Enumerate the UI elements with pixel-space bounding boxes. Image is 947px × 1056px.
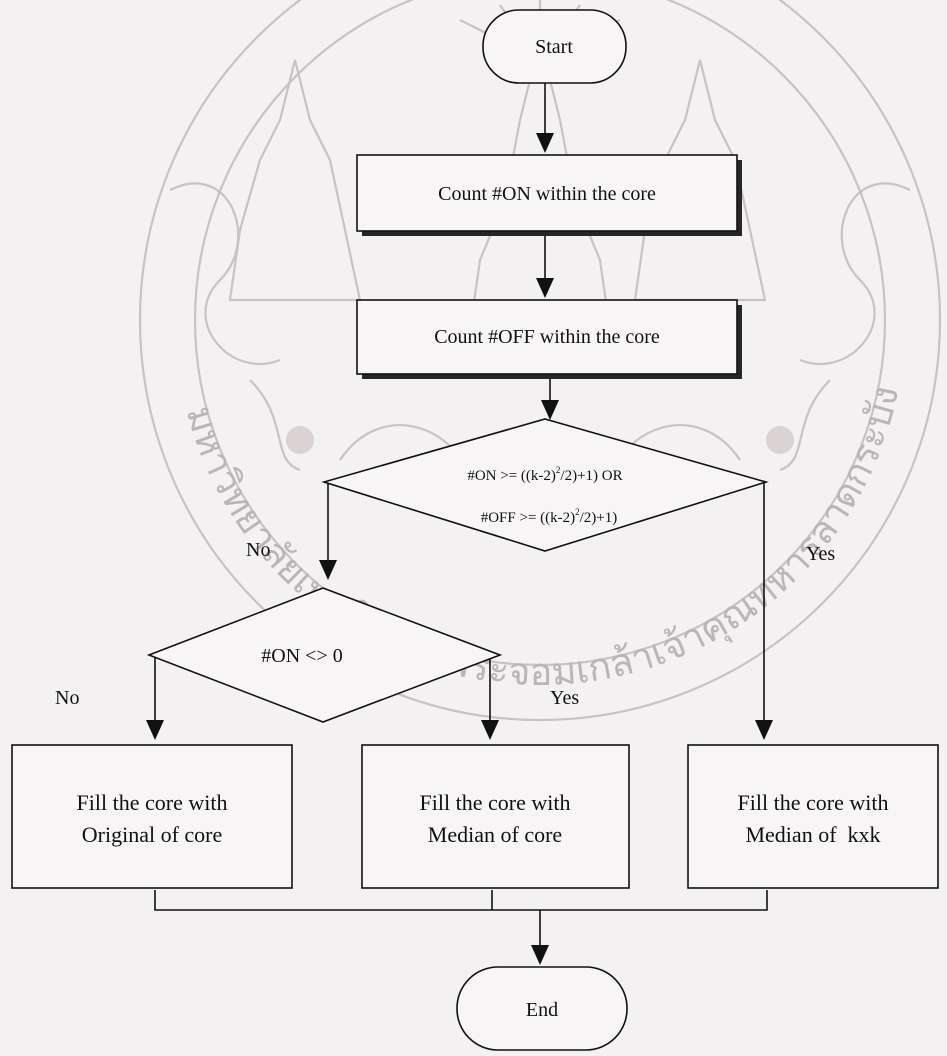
end-label: End — [526, 999, 558, 1021]
arrowhead — [146, 720, 164, 740]
sub-decision-no-label: No — [55, 687, 79, 709]
count-on-label: Count #ON within the core — [438, 183, 656, 205]
sub-decision-label: #ON <> 0 — [261, 645, 342, 667]
count-off-step: Count #OFF within the core — [356, 299, 742, 379]
decision-yes-label: Yes — [806, 543, 835, 565]
arrowhead — [481, 720, 499, 740]
arrowhead — [541, 400, 559, 420]
sub-decision-yes-label: Yes — [550, 687, 579, 709]
box-median-kxk-line-2: Median of kxk — [745, 822, 880, 847]
start-label: Start — [535, 36, 573, 58]
box-median-kxk: Fill the core with Median of kxk — [687, 744, 939, 889]
box-median-core-line-2: Median of core — [428, 822, 562, 847]
box-original-line-1: Fill the core with — [77, 790, 228, 815]
arrowhead — [536, 278, 554, 298]
start-terminal: Start — [482, 9, 627, 84]
decision-line-1: #ON >= ((k-2)2/2)+1) OR — [467, 465, 622, 484]
decision-line-2: #OFF >= ((k-2)2/2)+1) — [481, 507, 618, 526]
box-median-kxk-line-1: Fill the core with — [738, 790, 889, 815]
box-original-line-2: Original of core — [82, 822, 223, 847]
connector-merge — [154, 890, 768, 911]
count-off-label: Count #OFF within the core — [434, 326, 660, 348]
box-original: Fill the core with Original of core — [11, 744, 293, 889]
count-on-step: Count #ON within the core — [356, 154, 742, 236]
arrowhead — [531, 945, 549, 965]
decision-on-nonzero: #ON <> 0 No Yes — [55, 587, 579, 723]
end-terminal: End — [456, 966, 628, 1051]
arrowhead — [536, 133, 554, 153]
arrowhead — [319, 560, 337, 580]
decision-no-label: No — [246, 539, 270, 561]
decision-threshold: #ON >= ((k-2)2/2)+1) OR #OFF >= ((k-2)2/… — [246, 418, 835, 565]
box-median-core-line-1: Fill the core with — [420, 790, 571, 815]
arrowhead — [755, 720, 773, 740]
box-median-core: Fill the core with Median of core — [361, 744, 630, 889]
connectors — [146, 83, 773, 965]
